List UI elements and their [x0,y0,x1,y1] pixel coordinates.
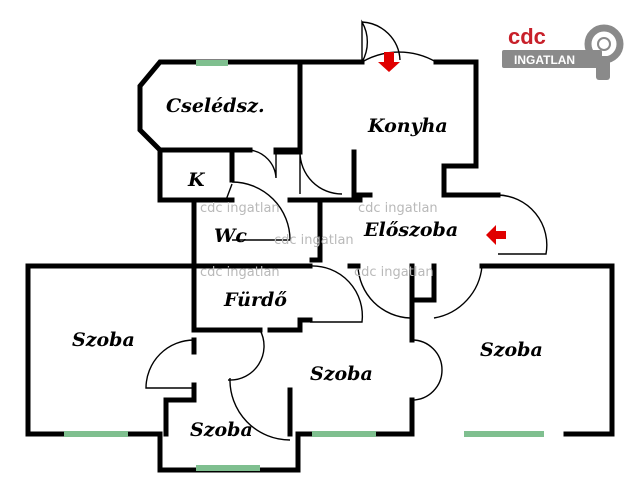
room-labels: Cselédsz. Konyha K Wc Előszoba Fürdő Szo… [72,95,543,441]
logo: cdc INGATLAN [502,24,624,80]
label-kamra: K [187,169,206,191]
door-kamra [225,183,233,201]
door-szoba-right [433,265,483,319]
label-eloszoba: Előszoba [363,219,458,241]
key-icon-stem [596,56,610,80]
wall-wc [191,197,323,269]
door-cseledsz [249,149,277,179]
label-furdo: Fürdő [223,289,287,311]
watermark-5: cdc ingatlan [354,265,434,280]
door-konyha-entrance-arc [361,21,401,61]
label-cseledsz: Cselédsz. [166,95,265,117]
door-right-center [411,339,443,401]
doors [145,19,548,441]
logo-brand: cdc [508,24,546,49]
door-bottom-szoba [229,377,291,441]
door-furdo-lower [227,329,265,381]
label-szoba-bottom: Szoba [190,419,253,441]
wall-cseledsz [273,59,303,155]
wall-cseledsz-outline [137,59,303,153]
label-konyha: Konyha [367,115,448,137]
label-wc: Wc [214,225,247,247]
door-konyha-hall [299,151,343,195]
wall-furdo [191,263,361,355]
watermark-4: cdc ingatlan [200,265,280,280]
door-szoba-left [145,339,195,389]
arrow-down-icon [378,52,400,72]
door-eloszoba-entrance [497,194,548,255]
logo-subtitle: INGATLAN [514,53,575,67]
entrance-arrows [378,52,506,245]
watermark-1: cdc ingatlan [200,201,280,216]
label-szoba-center: Szoba [310,363,373,385]
watermarks: cdc ingatlan cdc ingatlan cdc ingatlan c… [200,201,438,280]
key-icon [584,24,624,64]
door-wc [231,181,291,241]
wall-kamra [157,147,235,203]
logo-key-shaft [502,50,602,68]
windows [64,60,544,471]
key-icon-hole [597,37,611,51]
label-szoba-right: Szoba [480,339,543,361]
label-szoba-left: Szoba [72,329,135,351]
arrow-left-icon [486,225,506,245]
watermark-2: cdc ingatlan [358,201,438,216]
wall-divider [163,382,293,437]
door-furdo [309,265,364,323]
watermark-3: cdc ingatlan [274,233,354,248]
door-szoba-center [357,265,411,319]
wall-konyha [297,59,479,198]
wall-eloszoba-top [317,192,501,203]
